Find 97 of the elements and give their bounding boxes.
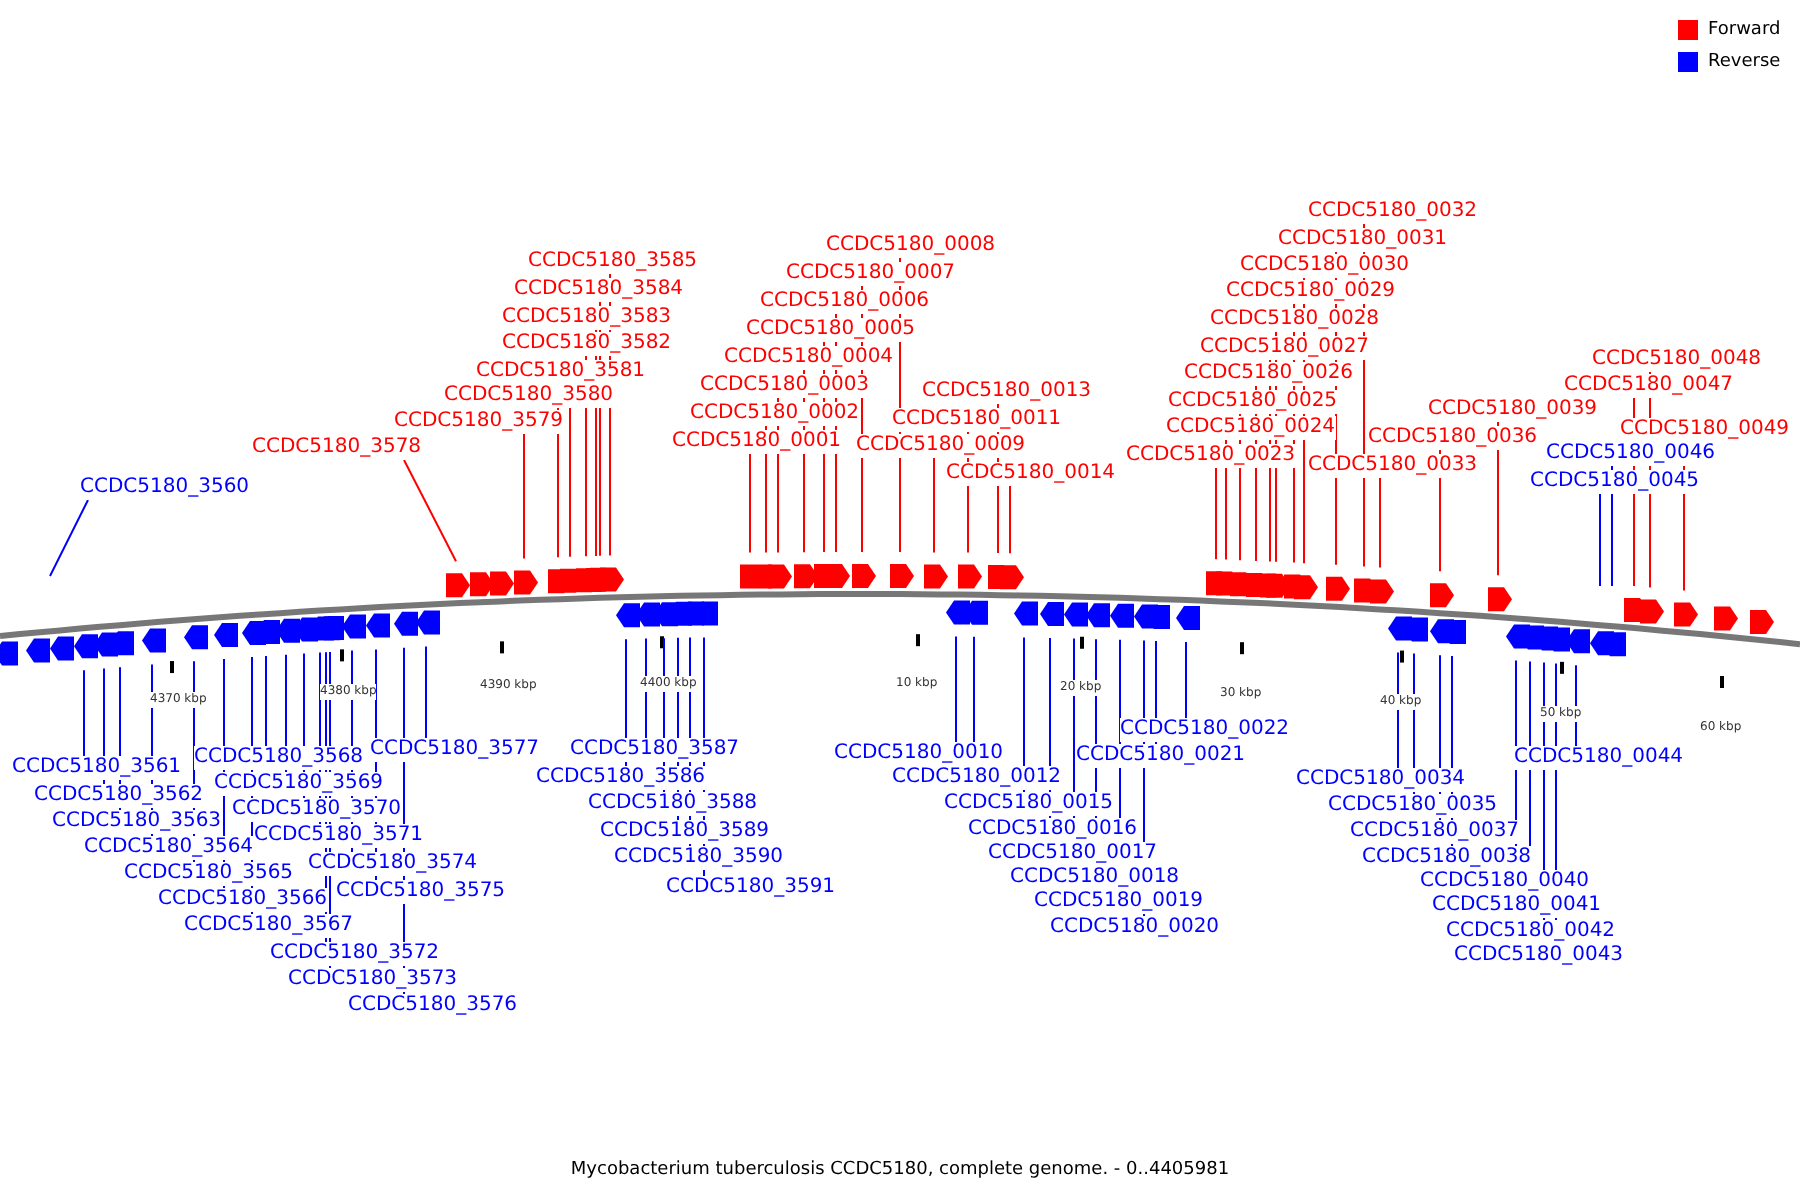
gene-label: CCDC5180_0006 [760, 290, 930, 314]
caption: Mycobacterium tuberculosis CCDC5180, complete genome. - 0..4405981 [570, 1160, 1230, 1180]
gene-label: CCDC5180_0003 [700, 374, 870, 398]
gene-label: CCDC5180_3567 [184, 914, 354, 938]
leader-line [265, 655, 267, 747]
gene-label: CCDC5180_0035 [1328, 794, 1498, 818]
gene-label: CCDC5180_3581 [476, 360, 646, 384]
gene-label: CCDC5180_3590 [614, 846, 784, 870]
gene-label: CCDC5180_3584 [514, 278, 684, 302]
gene-label: CCDC5180_3591 [666, 876, 836, 900]
gene-label: CCDC5180_3562 [34, 784, 204, 808]
gene-label: CCDC5180_3571 [254, 824, 424, 848]
gene-label: CCDC5180_3579 [394, 410, 564, 434]
gene-label: CCDC5180_0027 [1200, 336, 1370, 360]
gene-label: CCDC5180_0020 [1050, 916, 1220, 940]
gene-label: CCDC5180_0028 [1210, 308, 1380, 332]
gene-label: CCDC5180_3572 [270, 942, 440, 966]
gene-label: CCDC5180_3565 [124, 862, 294, 886]
gene-label: CCDC5180_0029 [1226, 280, 1396, 304]
gene-label: CCDC5180_0019 [1034, 890, 1204, 914]
gene-label: CCDC5180_0021 [1076, 744, 1246, 768]
gene-label: CCDC5180_3582 [502, 332, 672, 356]
leader-line [1599, 493, 1601, 587]
leader-line [1397, 651, 1399, 769]
leader-line [933, 457, 935, 554]
gene-label: CCDC5180_0044 [1514, 746, 1684, 770]
gene-label: CCDC5180_0005 [746, 318, 916, 342]
gene-label: CCDC5180_3569 [214, 772, 384, 796]
gene-label: CCDC5180_3580 [444, 384, 614, 408]
gene-label: CCDC5180_0037 [1350, 820, 1520, 844]
gene-label: CCDC5180_0040 [1420, 870, 1590, 894]
gene-label: CCDC5180_0038 [1362, 846, 1532, 870]
gene-label: CCDC5180_0025 [1168, 390, 1338, 414]
gene-label: CCDC5180_3585 [528, 250, 698, 274]
gene-label: CCDC5180_0013 [922, 380, 1092, 404]
leader-line [1379, 477, 1381, 569]
leader-line [955, 635, 957, 743]
gene-label: CCDC5180_3566 [158, 888, 328, 912]
leader-line [1185, 641, 1187, 719]
gene-label: CCDC5180_0015 [944, 792, 1114, 816]
gene-label: CCDC5180_3560 [80, 476, 250, 500]
gene-label: CCDC5180_3575 [336, 880, 506, 904]
gene-label: CCDC5180_3577 [370, 738, 540, 762]
gene-label: CCDC5180_0024 [1166, 416, 1336, 440]
gene-label: CCDC5180_0022 [1120, 718, 1290, 742]
leader-line [1009, 485, 1011, 555]
gene-label: CCDC5180_3563 [52, 810, 222, 834]
gene-label: CCDC5180_0039 [1428, 398, 1598, 422]
leader-line [403, 459, 457, 563]
gene-label: CCDC5180_0011 [892, 408, 1062, 432]
gene-label: CCDC5180_0043 [1454, 944, 1624, 968]
leader-line [83, 669, 85, 757]
gene-label: CCDC5180_3568 [194, 746, 364, 770]
gene-label: CCDC5180_0007 [786, 262, 956, 286]
gene-label: CCDC5180_0004 [724, 346, 894, 370]
gene-label: CCDC5180_3561 [12, 756, 182, 780]
gene-label: CCDC5180_0001 [672, 430, 842, 454]
gene-label: CCDC5180_0008 [826, 234, 996, 258]
gene-label: CCDC5180_3587 [570, 738, 740, 762]
gene-label: CCDC5180_0048 [1592, 348, 1762, 372]
gene-label: CCDC5180_0026 [1184, 362, 1354, 386]
gene-label: CCDC5180_3588 [588, 792, 758, 816]
gene-label: CCDC5180_3564 [84, 836, 254, 860]
leader-line [523, 433, 525, 560]
gene-label: CCDC5180_0033 [1308, 454, 1478, 478]
leader-line [749, 453, 751, 554]
gene-label: CCDC5180_0010 [834, 742, 1004, 766]
leader-line [49, 499, 89, 577]
gene-label: CCDC5180_0016 [968, 818, 1138, 842]
gene-label: CCDC5180_0042 [1446, 920, 1616, 944]
leader-line [1215, 467, 1217, 561]
gene-label: CCDC5180_3583 [502, 306, 672, 330]
gene-label: CCDC5180_0046 [1546, 442, 1716, 466]
gene-label: CCDC5180_3578 [252, 436, 422, 460]
gene-label: CCDC5180_0049 [1620, 418, 1790, 442]
gene-label: CCDC5180_0047 [1564, 374, 1734, 398]
gene-label: CCDC5180_0041 [1432, 894, 1602, 918]
gene-label: CCDC5180_3589 [600, 820, 770, 844]
gene-label: CCDC5180_0023 [1126, 444, 1296, 468]
gene-label: CCDC5180_0032 [1308, 200, 1478, 224]
gene-label: CCDC5180_0018 [1010, 866, 1180, 890]
gene-label: CCDC5180_0002 [690, 402, 860, 426]
gene-label: CCDC5180_0045 [1530, 470, 1700, 494]
gene-label: CCDC5180_0034 [1296, 768, 1466, 792]
gene-label: CCDC5180_3586 [536, 766, 706, 790]
gene-label: CCDC5180_0031 [1278, 228, 1448, 252]
gene-label: CCDC5180_0014 [946, 462, 1116, 486]
leader-line [425, 645, 427, 739]
gene-label: CCDC5180_3576 [348, 994, 518, 1018]
gene-label: CCDC5180_3570 [232, 798, 402, 822]
gene-label: CCDC5180_0030 [1240, 254, 1410, 278]
gene-label: CCDC5180_3573 [288, 968, 458, 992]
gene-label: CCDC5180_3574 [308, 852, 478, 876]
gene-label: CCDC5180_0009 [856, 434, 1026, 458]
gene-label: CCDC5180_0012 [892, 766, 1062, 790]
gene-label: CCDC5180_0036 [1368, 426, 1538, 450]
gene-label: CCDC5180_0017 [988, 842, 1158, 866]
